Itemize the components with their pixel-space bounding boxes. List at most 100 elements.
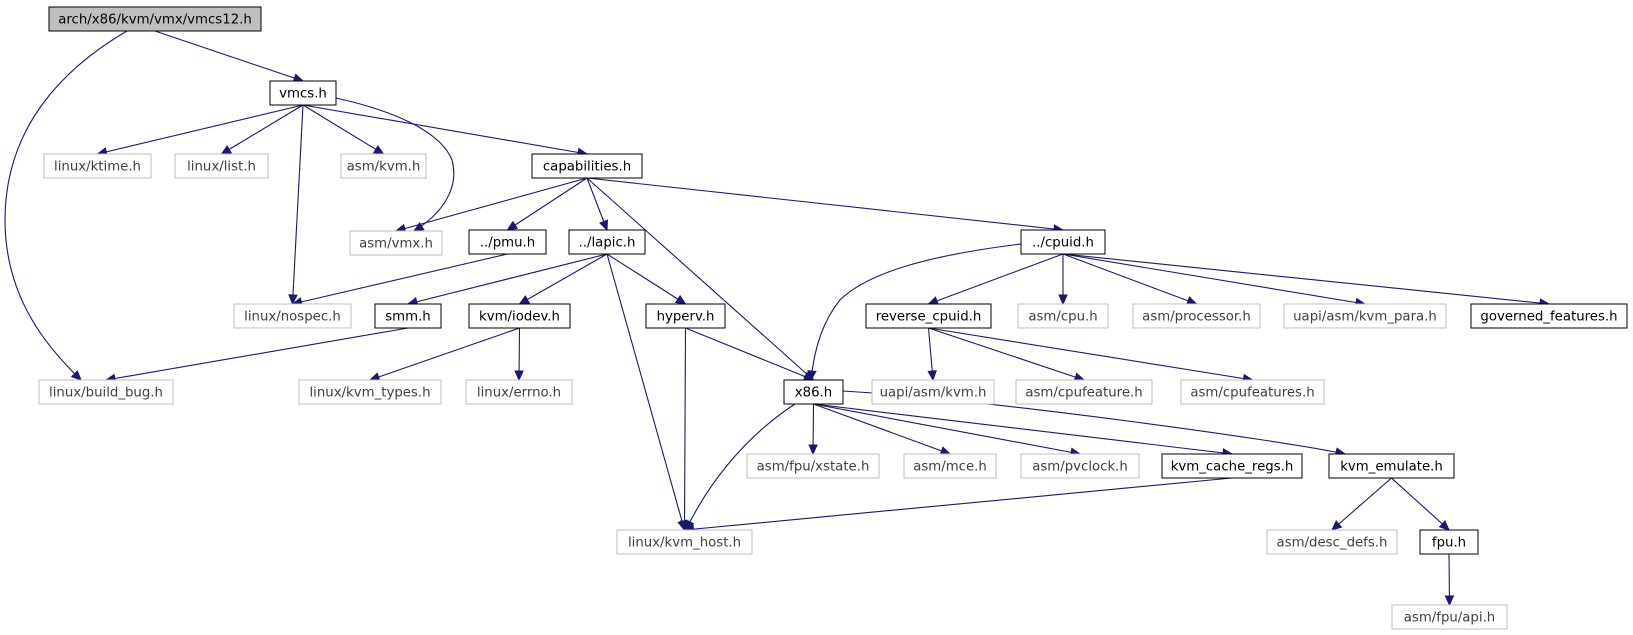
node-cacheregs[interactable]: kvm_cache_regs.h [1161,453,1303,479]
edge-cpuid-to-revcpuid [927,253,1064,306]
node-asmkvm-label: asm/kvm.h [347,160,421,175]
node-cpufeatures: asm/cpufeatures.h [1180,379,1325,405]
node-cacheregs-label: kvm_cache_regs.h [1171,460,1294,475]
edge-cpuid-to-asmcpu-arrowhead [1058,294,1068,306]
edge-x86-to-mce-line [813,403,951,455]
edge-cpuid-to-govfeat [1062,253,1551,308]
edge-cpuid-to-govfeat-line [1062,253,1550,305]
edge-cpuid-to-kvmpara-line [1062,253,1366,305]
edge-vmcs-to-asmvmx [335,97,455,232]
node-vmcs[interactable]: vmcs.h [269,80,337,106]
edge-iodev-to-kvmtypes [368,327,520,382]
node-cpufeature-box [1015,379,1153,405]
node-xstate-label: asm/fpu/xstate.h [757,460,870,475]
node-ktime-label: linux/ktime.h [54,160,141,175]
node-ktime-box [43,153,152,179]
node-kvmhost: linux/kvm_host.h [616,529,753,555]
node-emulate[interactable]: kvm_emulate.h [1328,453,1455,479]
node-smm-label: smm.h [385,310,431,325]
edge-caps-to-cpuid-line [586,177,1064,231]
node-asmcpu-label: asm/cpu.h [1028,310,1097,325]
edge-hyperv-to-kvmhost [679,327,690,532]
node-kvmhost-box [616,529,753,555]
node-build_bug-label: linux/build_bug.h [49,386,163,401]
edge-revcpuid-to-cpufeatures-line [928,327,1253,381]
node-iodev[interactable]: kvm/iodev.h [468,303,571,329]
node-govfeat[interactable]: governed_features.h [1470,303,1628,329]
edge-vmcs-to-caps-line [302,104,588,155]
edge-revcpuid-to-uapikvm [927,327,937,382]
node-vmcs12-label: arch/x86/kvm/vmx/vmcs12.h [58,13,252,28]
node-cpufeatures-label: asm/cpufeatures.h [1190,386,1314,401]
edge-x86-to-xstate [808,403,818,456]
edges-layer [4,30,1551,607]
edge-pmu-to-nospec [291,253,508,307]
node-fpuapi: asm/fpu/api.h [1391,604,1508,630]
edge-emulate-to-fpu [1391,477,1450,531]
node-asmproc: asm/processor.h [1132,303,1261,329]
node-x86[interactable]: x86.h [783,379,844,405]
edge-caps-to-pmu-arrowhead [506,220,519,231]
node-fpu[interactable]: fpu.h [1419,529,1479,555]
node-uapikvm-box [871,379,995,405]
node-hyperv[interactable]: hyperv.h [645,303,726,329]
node-mce-label: asm/mce.h [913,460,987,475]
edge-fpu-to-fpuapi-arrowhead [1444,595,1455,607]
edge-vmcs-to-nospec [288,104,304,306]
edge-vmcs-to-asmkvm-line [302,104,384,155]
edge-revcpuid-to-cpufeatures [928,327,1254,384]
node-kvmtypes-label: linux/kvm_types.h [309,386,430,401]
node-kvmtypes-box [298,379,442,405]
node-cpuid[interactable]: ../cpuid.h [1020,229,1106,255]
node-cpuid-box [1020,229,1106,255]
node-revcpuid[interactable]: reverse_cpuid.h [865,303,992,329]
edge-vmcs-to-asmvmx-arrowhead [412,221,425,232]
edge-revcpuid-to-cpufeature [928,327,1086,382]
node-caps[interactable]: capabilities.h [531,153,643,179]
edge-lapic-to-hyperv-arrowhead [674,294,687,305]
node-uapikvm-label: uapi/asm/kvm.h [880,386,987,401]
edge-cpuid-to-revcpuid-arrowhead [927,296,940,306]
edge-vmcs-to-nospec-arrowhead [288,294,298,306]
node-iodev-label: kvm/iodev.h [479,310,560,325]
edge-lapic-to-iodev-arrowhead [518,295,531,305]
edge-emulate-to-fpu-arrowhead [1438,520,1450,531]
node-kvmpara-label: uapi/asm/kvm_para.h [1293,310,1437,325]
node-fpu-label: fpu.h [1432,536,1466,551]
edge-smm-to-build_bug-line [105,327,409,381]
node-pmu[interactable]: ../pmu.h [468,229,547,255]
edge-vmcs12-to-vmcs-line [154,30,304,82]
node-kvmpara: uapi/asm/kvm_para.h [1283,303,1447,329]
node-lapic-box [568,229,646,255]
node-smm-box [374,303,442,329]
node-asmvmx: asm/vmx.h [349,230,443,256]
edge-cpuid-to-asmcpu [1058,254,1068,306]
node-pvclock-label: asm/pvclock.h [1032,460,1128,475]
node-emulate-label: kvm_emulate.h [1340,460,1443,475]
edge-lapic-to-iodev [518,253,608,305]
edge-vmcs12-to-build_bug-arrowhead [70,369,82,381]
node-vmcs12[interactable]: arch/x86/kvm/vmx/vmcs12.h [48,6,262,32]
edge-emulate-to-descdefs [1331,477,1392,531]
edge-lapic-to-kvmhost [606,253,687,532]
edge-revcpuid-to-cpufeature-line [928,327,1085,381]
edge-revcpuid-to-uapikvm-arrowhead [927,370,937,382]
node-govfeat-label: governed_features.h [1480,310,1617,325]
node-descdefs: asm/desc_defs.h [1266,529,1398,555]
edge-x86-to-cacheregs-line [813,403,1233,455]
node-hyperv-label: hyperv.h [657,310,715,325]
node-kvmhost-label: linux/kvm_host.h [628,536,741,551]
edge-iodev-to-errno [514,327,524,382]
node-xstate: asm/fpu/xstate.h [746,453,880,479]
edge-vmcs12-to-vmcs [154,30,305,83]
nodes-layer: arch/x86/kvm/vmx/vmcs12.h vmcs.h linux/bui… [38,6,1628,630]
node-lapic[interactable]: ../lapic.h [568,229,646,255]
node-pvclock: asm/pvclock.h [1020,453,1140,479]
edge-fpu-to-fpuapi [1444,553,1455,607]
node-cpufeatures-box [1180,379,1325,405]
edge-caps-to-lapic-arrowhead [599,219,609,232]
node-asmcpu-box [1017,303,1109,329]
node-fpu-box [1419,529,1479,555]
node-uapikvm: uapi/asm/kvm.h [871,379,995,405]
node-smm[interactable]: smm.h [374,303,442,329]
